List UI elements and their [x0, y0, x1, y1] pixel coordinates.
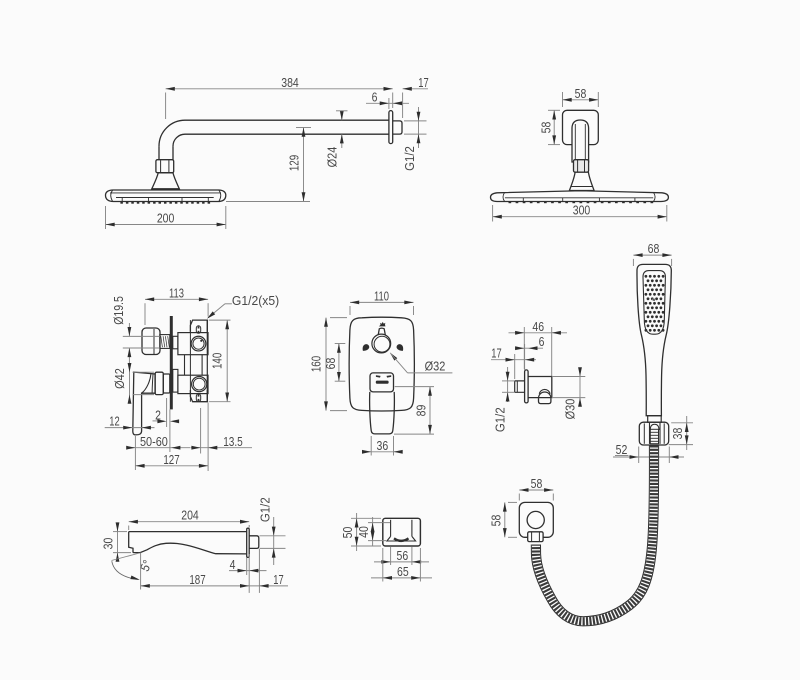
svg-text:2: 2 [155, 407, 161, 422]
svg-text:58: 58 [539, 122, 554, 134]
svg-text:68: 68 [323, 358, 338, 370]
svg-text:68: 68 [648, 241, 660, 256]
svg-text:46: 46 [532, 319, 544, 334]
svg-text:Ø19.5: Ø19.5 [111, 296, 126, 325]
svg-text:4: 4 [230, 557, 236, 572]
svg-text:12: 12 [109, 413, 119, 428]
svg-text:6: 6 [372, 89, 378, 104]
svg-text:50: 50 [340, 527, 355, 539]
svg-text:204: 204 [181, 508, 199, 523]
svg-text:127: 127 [163, 452, 179, 467]
svg-text:58: 58 [575, 86, 587, 101]
svg-text:Ø42: Ø42 [112, 368, 127, 389]
svg-text:129: 129 [287, 155, 302, 171]
svg-text:140: 140 [210, 353, 225, 369]
svg-text:160: 160 [309, 356, 324, 372]
svg-text:56: 56 [397, 548, 409, 563]
svg-text:17: 17 [273, 572, 283, 587]
svg-text:G1/2: G1/2 [402, 146, 417, 171]
svg-text:58: 58 [489, 515, 504, 527]
svg-text:G1/2: G1/2 [493, 407, 508, 432]
svg-text:Ø30: Ø30 [563, 399, 578, 420]
svg-text:Ø32: Ø32 [425, 358, 446, 373]
svg-text:Ø24: Ø24 [325, 147, 340, 168]
svg-text:65: 65 [397, 564, 409, 579]
svg-text:52: 52 [616, 442, 628, 457]
svg-text:58: 58 [531, 476, 543, 491]
svg-text:200: 200 [157, 210, 175, 225]
svg-text:113: 113 [169, 285, 184, 300]
svg-text:13.5: 13.5 [223, 434, 243, 449]
svg-text:6: 6 [539, 334, 545, 349]
svg-text:187: 187 [189, 572, 205, 587]
svg-text:50-60: 50-60 [140, 434, 168, 449]
svg-text:36: 36 [377, 438, 389, 453]
svg-text:17: 17 [418, 75, 428, 90]
svg-text:17: 17 [491, 346, 501, 361]
svg-text:89: 89 [414, 405, 429, 417]
svg-text:40: 40 [356, 526, 371, 538]
svg-text:G1/2: G1/2 [258, 497, 273, 522]
svg-text:110: 110 [374, 288, 389, 303]
svg-text:384: 384 [281, 75, 299, 90]
svg-text:30: 30 [101, 538, 116, 550]
svg-text:300: 300 [573, 203, 591, 218]
svg-text:38: 38 [670, 428, 685, 440]
svg-text:G1/2(x5): G1/2(x5) [232, 293, 279, 308]
